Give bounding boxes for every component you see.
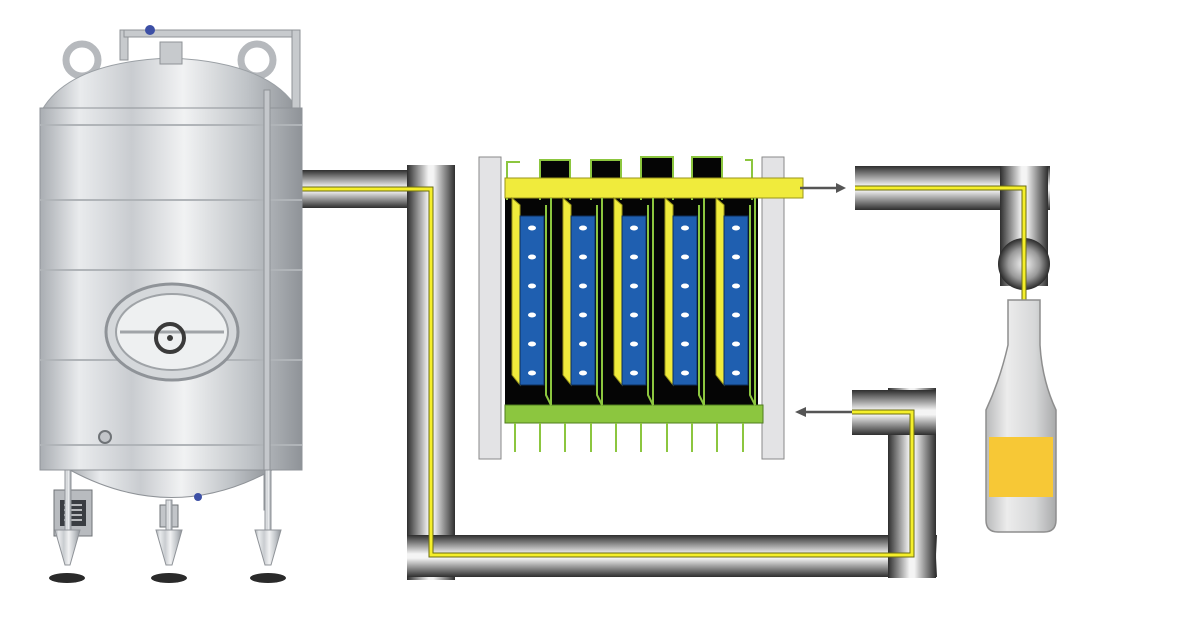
filter-unfiltered-channel <box>715 196 725 387</box>
filter-sheet-dot <box>681 312 689 318</box>
tank-bottom <box>69 469 273 498</box>
filter-sheet-dot <box>579 341 587 347</box>
filter-sheet-dot <box>732 370 740 376</box>
filter-sheet <box>570 215 596 386</box>
filter-drain-legs <box>514 423 744 452</box>
filter-top-channel <box>504 177 804 199</box>
plate-filter <box>478 156 852 460</box>
filter-sheet-dot <box>732 254 740 260</box>
tank-feet <box>49 573 286 583</box>
filter-filtered-channel <box>698 198 705 406</box>
filter-sheet <box>621 215 647 386</box>
tank-manway-wheel <box>154 322 186 354</box>
filter-sheet-dot <box>681 370 689 376</box>
filter-sheet-dot <box>579 283 587 289</box>
tank-dome <box>41 57 299 111</box>
filter-unfiltered-channel <box>511 196 521 387</box>
filter-sheet-dot <box>732 283 740 289</box>
filter-filtered-channel <box>749 198 756 406</box>
filter-unfiltered-channel <box>562 196 572 387</box>
filter-end-plate-right <box>761 156 785 460</box>
tank-legs <box>54 469 282 566</box>
filter-sheet-dot <box>630 370 638 376</box>
storage-tank <box>39 25 303 583</box>
filter-sheet-dot <box>579 370 587 376</box>
filter-bottom-channel <box>504 404 764 424</box>
filter-filtered-channel <box>545 198 552 406</box>
tank-bands <box>40 124 302 446</box>
filter-filtered-channel <box>647 198 654 406</box>
filter-sheet-dot <box>630 254 638 260</box>
filter-sheet <box>519 215 545 386</box>
filter-sheet-dot <box>528 283 536 289</box>
filter-sheet-dot <box>579 312 587 318</box>
filter-unfiltered-channel <box>613 196 623 387</box>
filter-sheet-dot <box>630 283 638 289</box>
filter-unfiltered-channel <box>664 196 674 387</box>
filter-sheet-dot <box>681 283 689 289</box>
filter-sheet-dot <box>528 341 536 347</box>
filter-sheet-dot <box>681 341 689 347</box>
filter-sheet-dot <box>732 312 740 318</box>
filter-arrows <box>795 183 852 417</box>
filter-sheet-dot <box>732 225 740 231</box>
filter-sheet-dot <box>681 254 689 260</box>
filter-sheet-dot <box>681 225 689 231</box>
filter-filtered-channel <box>596 198 603 406</box>
filter-sheet <box>672 215 698 386</box>
filter-sheet-dot <box>528 312 536 318</box>
filter-end-plate-left <box>478 156 502 460</box>
filter-sheet <box>723 215 749 386</box>
filter-sheet-dot <box>732 341 740 347</box>
filter-sheet-dot <box>528 225 536 231</box>
filter-sheet-dot <box>579 225 587 231</box>
filter-sheet-dot <box>528 254 536 260</box>
filter-sheet-dot <box>579 254 587 260</box>
filter-sheet-dot <box>630 341 638 347</box>
filter-sheet-dot <box>528 370 536 376</box>
filter-sheet-dot <box>630 312 638 318</box>
filter-sheets <box>511 196 756 406</box>
bottle <box>985 299 1057 533</box>
filter-sheet-dot <box>630 225 638 231</box>
bottle-label <box>989 437 1053 497</box>
bottle-body <box>985 299 1057 533</box>
